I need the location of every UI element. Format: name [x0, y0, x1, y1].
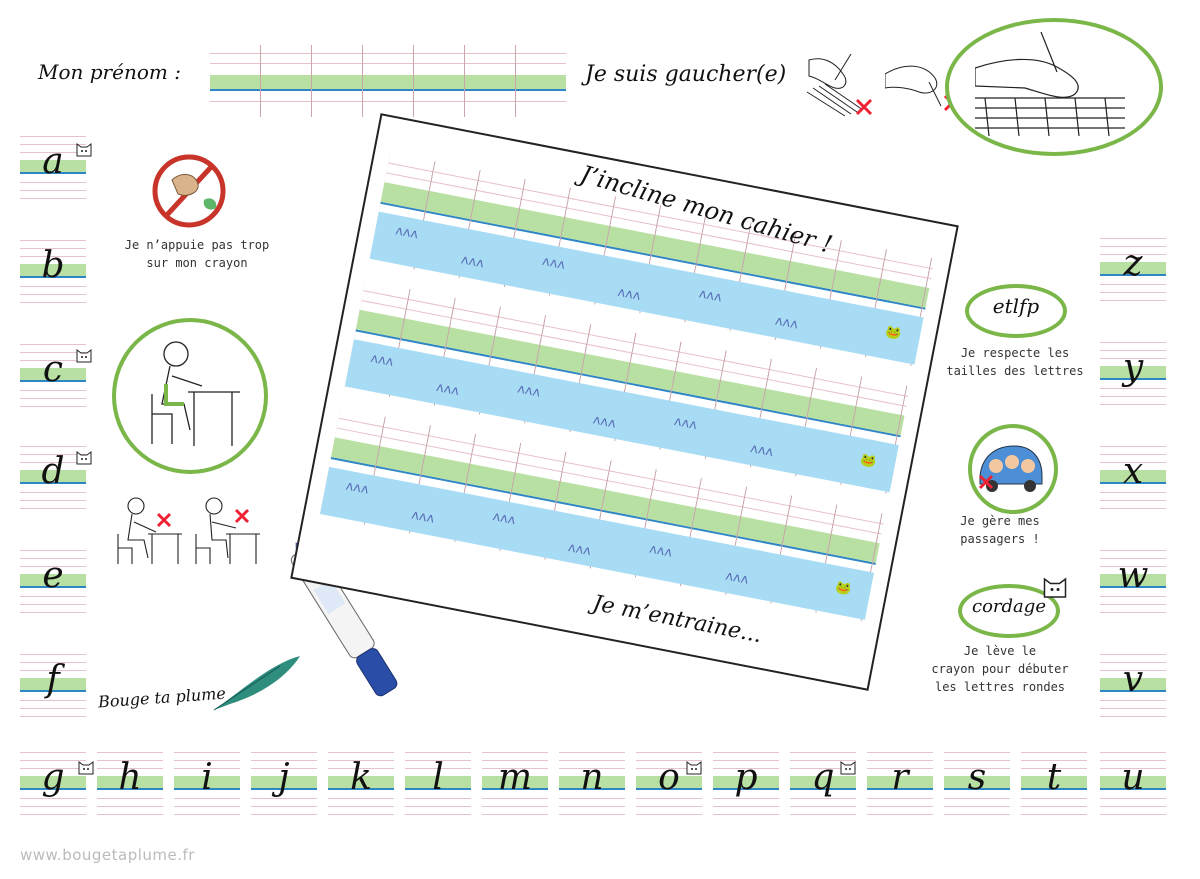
cat-icon: [76, 143, 92, 157]
letter: g: [41, 757, 65, 798]
car-passengers-icon: [978, 445, 1043, 492]
letter: y: [1122, 347, 1144, 388]
letter-tile-b[interactable]: b: [20, 234, 86, 312]
letter: k: [350, 757, 372, 798]
letter: h: [118, 757, 142, 798]
name-label: Mon prénom :: [38, 60, 181, 84]
letter-tile-y[interactable]: y: [1100, 336, 1166, 414]
brand-logo-text: Bouge ta plume: [97, 683, 227, 712]
letter: j: [278, 757, 290, 798]
letter: t: [1046, 757, 1062, 798]
sheet-footer-text: Je m’entraine...: [590, 590, 764, 649]
letter-tile-a[interactable]: a: [20, 130, 86, 208]
letter-tile-z[interactable]: z: [1100, 232, 1166, 310]
letter: p: [734, 757, 758, 798]
letter-tile-f[interactable]: f: [20, 648, 86, 726]
letter: c: [42, 349, 64, 390]
frog-icon: 🐸: [834, 579, 853, 598]
letter: q: [811, 757, 835, 798]
letter-tile-p[interactable]: p: [713, 746, 779, 824]
sizes-oval: [965, 284, 1067, 338]
letter: d: [41, 451, 65, 492]
letter: u: [1121, 757, 1145, 798]
letter: z: [1123, 243, 1143, 284]
correct-hand-oval: [945, 18, 1163, 156]
letter-tile-v[interactable]: v: [1100, 648, 1166, 726]
correct-hand-illustration: [975, 31, 1125, 137]
correct-posture-illustration: [151, 341, 240, 446]
tip-pressure-text: Je n’appuie pas trop sur mon crayon: [124, 238, 270, 270]
name-writing-lines[interactable]: [210, 45, 566, 117]
letter-tile-j[interactable]: j: [251, 746, 317, 824]
letter: f: [46, 659, 60, 700]
letter: b: [41, 245, 65, 286]
letter-tile-x[interactable]: x: [1100, 440, 1166, 518]
letter-tile-c[interactable]: c: [20, 338, 86, 416]
letter-tile-d[interactable]: d: [20, 440, 86, 518]
sizes-example-word: etlfp: [992, 294, 1040, 318]
letter-tile-e[interactable]: e: [20, 544, 86, 622]
letter: s: [967, 757, 987, 798]
wrong-posture-2-illustration: [195, 497, 260, 564]
letter: a: [42, 141, 64, 182]
letter: l: [432, 757, 444, 798]
letter-tile-n[interactable]: n: [559, 746, 625, 824]
letter: v: [1122, 659, 1144, 700]
letter-tile-q[interactable]: q: [790, 746, 856, 824]
letter: o: [658, 757, 680, 798]
cat-icon: [1043, 577, 1067, 598]
letter: i: [201, 757, 213, 798]
lefty-label: Je suis gaucher(e): [585, 62, 787, 87]
lift-example-word: cordage: [972, 596, 1046, 617]
letter: x: [1122, 451, 1144, 492]
letter: m: [497, 757, 533, 798]
letter: n: [580, 757, 604, 798]
letter-tile-h[interactable]: h: [97, 746, 163, 824]
posture-oval: [112, 318, 268, 474]
cat-icon: [76, 451, 92, 465]
cat-icon: [686, 761, 702, 775]
letter: w: [1117, 555, 1149, 596]
letter-tile-g[interactable]: g: [20, 746, 86, 824]
lift-oval: [958, 584, 1060, 638]
cat-icon: [76, 349, 92, 363]
tip-sizes-text: Je respecte les tailles des lettres: [946, 346, 1084, 378]
letter-tile-k[interactable]: k: [328, 746, 394, 824]
letter-tile-l[interactable]: l: [405, 746, 471, 824]
letter-tile-t[interactable]: t: [1021, 746, 1087, 824]
letter-tile-m[interactable]: m: [482, 746, 548, 824]
feather-logo-icon: [213, 656, 300, 711]
no-pressure-icon: [152, 154, 226, 228]
cat-icon: [78, 761, 94, 775]
tip-passengers-text: Je gère mes passagers !: [960, 514, 1040, 546]
letter-tile-i[interactable]: i: [174, 746, 240, 824]
letter-tile-r[interactable]: r: [867, 746, 933, 824]
letter-tile-u[interactable]: u: [1100, 746, 1166, 824]
tip-lift-text: Je lève le crayon pour débuter les lettr…: [931, 644, 1069, 694]
wrong-posture-1-illustration: [117, 497, 182, 564]
wrong-hand-position-1-illustration: [806, 53, 873, 117]
letter-tile-s[interactable]: s: [944, 746, 1010, 824]
website-url[interactable]: www.bougetaplume.fr: [20, 846, 195, 864]
letter: r: [891, 757, 909, 798]
letter: e: [42, 555, 64, 596]
letter-tile-w[interactable]: w: [1100, 544, 1166, 622]
frog-icon: 🐸: [883, 324, 903, 343]
letter-tile-o[interactable]: o: [636, 746, 702, 824]
cat-icon: [840, 761, 856, 775]
frog-icon: 🐸: [858, 452, 878, 471]
